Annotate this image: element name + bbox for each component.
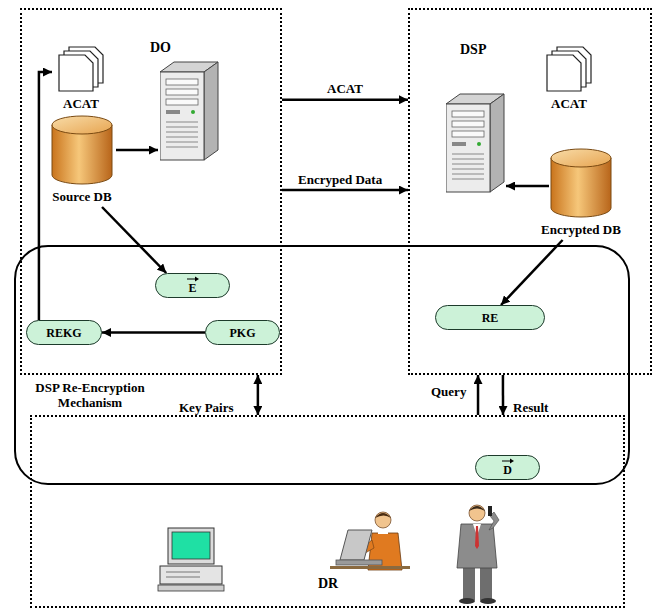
edge-label: Query	[430, 384, 467, 399]
dsp-region: ACAT Encrypted DB RE DSP	[408, 8, 652, 375]
process-pill: PKG	[205, 320, 280, 345]
region-title: DO	[150, 40, 171, 55]
person-with-phone	[457, 505, 499, 604]
connector-arrow	[282, 189, 408, 192]
document-page	[59, 55, 93, 91]
process-pill: REKG	[26, 320, 102, 345]
desktop-computer	[158, 528, 224, 591]
process-pill: E	[155, 273, 230, 298]
edge-label: ACAT	[326, 81, 364, 96]
connector-arrow	[102, 207, 166, 273]
document-icon	[546, 46, 592, 92]
region-title: DSP	[460, 42, 486, 57]
edge-label: Encryped Data	[297, 172, 383, 187]
region-title: DR	[318, 576, 338, 591]
database-cylinder: Encrypted DB	[535, 148, 627, 240]
connector-arrow	[502, 375, 505, 415]
process-pill: RE	[435, 305, 545, 330]
mechanism-label: DSP Re-Encryption Mechanism	[20, 380, 160, 410]
cylinder-top	[551, 149, 611, 167]
node-label: ACAT	[52, 96, 110, 111]
connector-arrow	[501, 240, 563, 305]
node-label: ACAT	[540, 96, 598, 111]
connector-arrow	[102, 331, 205, 334]
connector-arrow	[282, 99, 408, 102]
document-page	[547, 55, 581, 91]
database-icon	[51, 115, 113, 185]
node-label: Encrypted DB	[535, 222, 627, 237]
document-stack: ACAT	[540, 46, 598, 111]
node-label: RE	[482, 311, 499, 325]
database-icon	[550, 148, 612, 218]
db-to-server-arrow	[116, 149, 158, 152]
mechanism-loop: DSP Re-Encryption Mechanism	[14, 245, 630, 485]
node-label: D	[503, 458, 512, 477]
edge-label: Result	[512, 400, 549, 415]
node-label: REKG	[46, 326, 81, 340]
node-label: E	[188, 276, 196, 295]
connector-arrow	[477, 375, 480, 415]
connector-arrow	[257, 375, 260, 415]
cylinder-top	[52, 116, 112, 134]
node-label: Source DB	[42, 189, 122, 204]
edge-label: Key Pairs	[178, 400, 235, 415]
db-to-server-arrow	[506, 185, 549, 188]
do-region: ACAT Source DB E REKG PKG DO	[20, 8, 282, 375]
person-with-laptop	[330, 512, 410, 570]
database-cylinder: Source DB	[42, 115, 122, 207]
document-icon	[58, 46, 104, 92]
node-label: PKG	[230, 326, 256, 340]
dr-region: D DR	[30, 415, 625, 608]
connector-arrow	[39, 72, 52, 320]
dsp-server	[446, 94, 504, 192]
process-pill: D	[475, 455, 540, 480]
do-server	[160, 62, 218, 160]
document-stack: ACAT	[52, 46, 110, 111]
